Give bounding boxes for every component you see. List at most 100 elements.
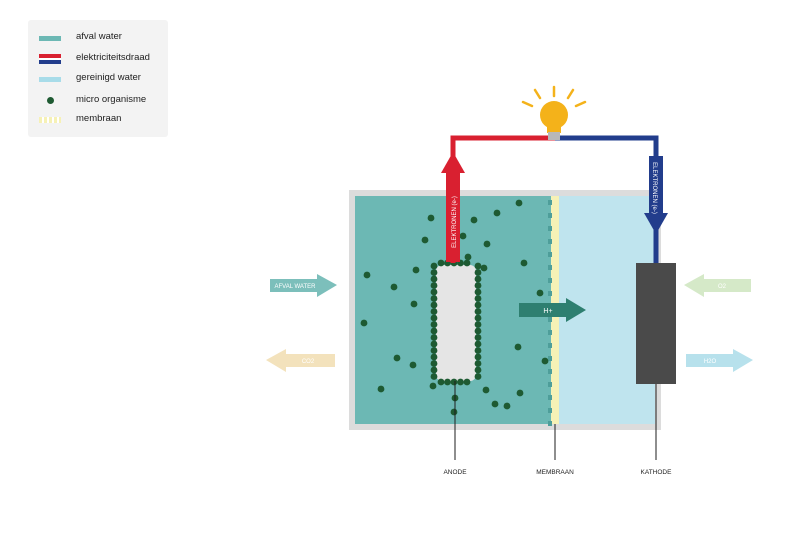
membrane-tick: [548, 382, 552, 387]
organism-dot: [437, 259, 445, 267]
membrane-tick: [548, 408, 552, 413]
membrane-tick: [548, 343, 552, 348]
electron-arrow-down: ELEKTRONEN (e-): [644, 156, 668, 234]
h2o-arrow-head: [733, 349, 753, 372]
organism-dot: [429, 382, 437, 390]
legend-label: elektriciteitsdraad: [76, 52, 150, 63]
organism-dot: [459, 232, 467, 240]
electron-arrow-up: ELEKTRONEN (e-): [441, 152, 465, 262]
organism-dot: [430, 262, 438, 270]
organism-dot: [450, 378, 458, 386]
organism-dot: [493, 209, 501, 217]
legend-item-wire: elektriciteitsdraad: [28, 51, 168, 67]
organism-dot: [437, 378, 445, 386]
proton-arrow-head: [566, 298, 586, 322]
o2-in-arrow: O2: [684, 274, 751, 297]
organism-dot: [430, 321, 438, 328]
organism-dot: [412, 266, 420, 274]
membrane-tick: [548, 239, 552, 244]
h-plus-label: H+: [543, 308, 552, 315]
organism-dot: [430, 334, 438, 341]
membrane-label: MEMBRAAN: [536, 469, 574, 476]
organism-dot: [430, 366, 438, 374]
membrane-tick: [548, 213, 552, 218]
o2-arrow-head: [684, 274, 704, 297]
organism-dot: [474, 308, 482, 315]
electron-arrow-down-shaft: [649, 156, 663, 214]
h2o-arrow-shaft: [686, 354, 734, 367]
organism-dot: [430, 347, 438, 354]
organism-dot: [483, 240, 491, 248]
organism-dot: [409, 361, 417, 369]
bulb-glass: [540, 101, 568, 129]
co2-arrow-shaft: [285, 354, 335, 367]
organism-dot: [463, 259, 471, 267]
h2o-out-arrow: H2O: [686, 349, 753, 372]
organism-dot: [474, 321, 482, 328]
organism-dot: [410, 300, 418, 308]
organism-dot: [450, 408, 458, 416]
waste-water-arrow-shaft: [270, 279, 318, 292]
organism-dot: [457, 378, 464, 386]
waste-water-swatch: [39, 36, 61, 41]
organism-dot: [474, 288, 482, 296]
wire-swatch: [39, 54, 61, 64]
organism-dot: [430, 327, 438, 335]
proton-arrow-shaft: [519, 303, 567, 317]
membrane-tick: [548, 291, 552, 296]
organism-dot: [430, 295, 438, 302]
organism-dot: [474, 327, 482, 335]
membrane-tick: [548, 265, 552, 270]
anode: [436, 265, 476, 381]
organism-dot: [514, 343, 522, 351]
cathode-label: KATHODE: [641, 469, 673, 476]
light-bulb-icon: [521, 85, 587, 140]
organism-dot: [474, 314, 482, 322]
organism-dot: [421, 236, 429, 244]
organism-dot: [474, 366, 482, 374]
organism-dot: [491, 400, 499, 408]
bulb-ray: [566, 88, 575, 100]
organism-dot: [430, 308, 438, 315]
afval-water-label: AFVAL WATER: [274, 284, 316, 290]
bulb-neck: [547, 124, 561, 133]
legend-label: gereinigd water: [76, 72, 141, 83]
cathode: [636, 263, 676, 384]
organism-dot: [390, 283, 398, 291]
membrane-tick: [548, 330, 552, 335]
organism-dot: [474, 275, 482, 283]
bulb-ray: [533, 88, 542, 100]
co2-out-arrow: CO2: [266, 349, 335, 372]
organism-dot: [474, 295, 482, 302]
organism-dot: [470, 216, 478, 224]
waste-water-in-arrow: AFVAL WATER: [270, 274, 337, 297]
organism-dot: [474, 373, 482, 380]
membrane-tick: [548, 421, 552, 426]
co2-label: CO2: [302, 359, 315, 365]
organism-dot: [480, 264, 488, 272]
micro-organisms: [360, 199, 549, 416]
organism-dot: [503, 402, 511, 410]
bulb-base: [548, 132, 560, 140]
organism-dot: [474, 353, 482, 361]
electrons-down-label: ELEKTRONEN (e-): [651, 162, 657, 214]
legend-label: membraan: [76, 113, 122, 124]
electron-arrow-up-shaft: [446, 172, 460, 262]
electrons-up-label: ELEKTRONEN (e-): [452, 196, 458, 248]
h2o-label: H2O: [704, 359, 717, 365]
legend-item-clean-water: gereinigd water: [28, 71, 168, 87]
organism-dot: [474, 262, 482, 270]
legend: afval water elektriciteitsdraad gereinig…: [28, 20, 168, 137]
membrane-tick: [548, 200, 552, 205]
organism-dot: [430, 301, 438, 309]
organism-dot: [393, 354, 401, 362]
organism-dot: [360, 319, 368, 327]
membrane-swatch: [39, 117, 61, 123]
bulb-ray: [521, 100, 534, 108]
organism-dot: [430, 288, 438, 296]
o2-label: O2: [718, 284, 727, 290]
organism-dot-icon: [47, 97, 54, 104]
organism-dot: [430, 275, 438, 283]
organism-dot: [430, 314, 438, 322]
proton-arrow: H+: [519, 298, 586, 322]
